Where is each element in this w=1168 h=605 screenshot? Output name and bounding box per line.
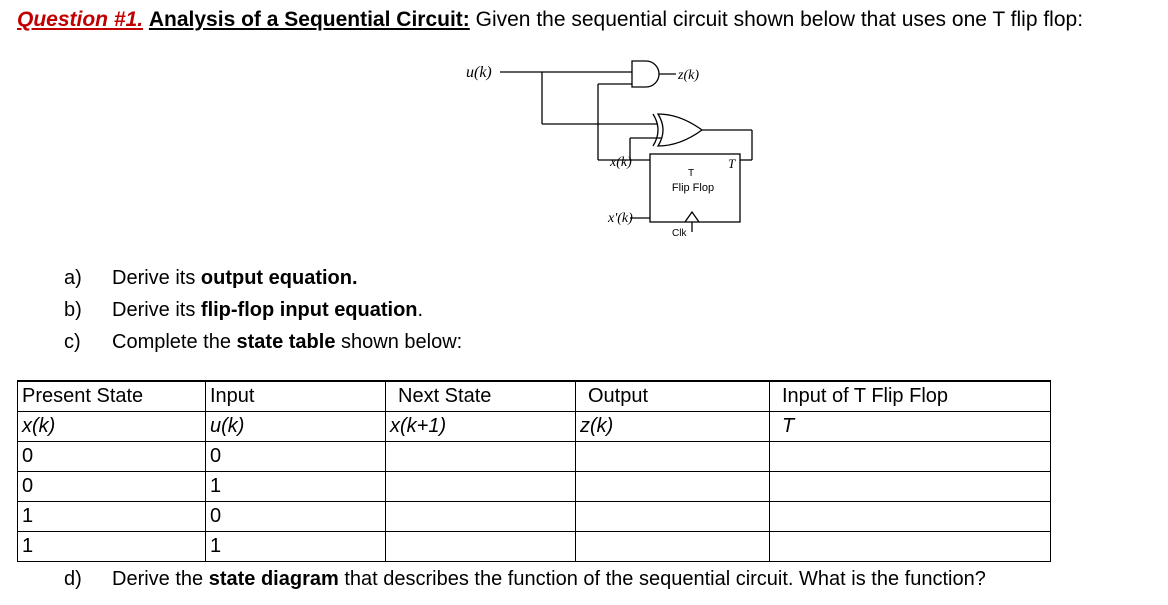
table-cell[interactable] <box>769 471 1051 502</box>
table-cell[interactable] <box>769 531 1051 562</box>
table-cell: 1 <box>205 471 386 502</box>
table-row: 0 0 <box>17 441 1051 472</box>
feedback-t-label: T <box>728 156 736 171</box>
table-header-cell: Output <box>575 380 770 412</box>
state-table: Present State Input Next State Output In… <box>17 380 1051 562</box>
table-header-cell: Input <box>205 380 386 412</box>
task-d-post: that describes the function of the seque… <box>338 568 986 590</box>
question-text: Given the sequential circuit shown below… <box>475 8 1084 31</box>
qbar-label: x'(k) <box>607 211 633 226</box>
task-a: a) Derive its output equation. <box>64 267 358 290</box>
question-heading: Analysis of a Sequential Circuit: <box>148 8 470 31</box>
task-d-pre: Derive the <box>112 568 209 590</box>
question-title: Question #1. Analysis of a Sequential Ci… <box>17 8 1083 32</box>
output-label: z(k) <box>677 68 699 83</box>
input-label: u(k) <box>466 64 492 81</box>
q-label: x(k) <box>609 155 632 170</box>
table-cell[interactable] <box>385 441 576 472</box>
table-cell: 0 <box>17 471 206 502</box>
task-b-post: . <box>417 299 424 321</box>
table-subheader-cell: x(k+1) <box>385 411 576 442</box>
table-subheader-cell: x(k) <box>17 411 206 442</box>
task-c-bold: state table <box>236 331 336 353</box>
table-subheader-row: x(k) u(k) x(k+1) z(k) T <box>17 411 1051 442</box>
task-d-bold: state diagram <box>208 568 339 590</box>
table-subheader-cell: u(k) <box>205 411 386 442</box>
table-cell: 1 <box>17 531 206 562</box>
t-pin-label: T <box>688 168 694 179</box>
task-d-letter: d) <box>64 568 82 590</box>
task-d: d) Derive the state diagram that describe… <box>64 568 986 591</box>
task-a-letter: a) <box>64 267 82 289</box>
task-b-letter: b) <box>64 299 82 321</box>
table-cell[interactable] <box>385 531 576 562</box>
ff-name-label: Flip Flop <box>672 182 714 194</box>
task-c-post: shown below: <box>335 331 463 353</box>
table-subheader-cell: z(k) <box>575 411 770 442</box>
table-cell: 1 <box>17 501 206 532</box>
table-header-row: Present State Input Next State Output In… <box>17 380 1051 412</box>
task-b-pre: Derive its <box>112 299 201 321</box>
table-row: 1 1 <box>17 531 1051 562</box>
table-row: 1 0 <box>17 501 1051 532</box>
table-cell[interactable] <box>769 441 1051 472</box>
table-cell: 0 <box>205 441 386 472</box>
table-cell: 0 <box>205 501 386 532</box>
table-header-cell: Input of T Flip Flop <box>769 380 1051 412</box>
clk-label: Clk <box>672 228 687 239</box>
table-cell[interactable] <box>575 531 770 562</box>
table-row: 0 1 <box>17 471 1051 502</box>
task-a-pre: Derive its <box>112 267 201 289</box>
task-c: c) Complete the state table shown below: <box>64 331 462 354</box>
table-cell: 1 <box>205 531 386 562</box>
table-cell[interactable] <box>575 441 770 472</box>
table-cell[interactable] <box>385 471 576 502</box>
task-c-pre: Complete the <box>112 331 237 353</box>
circuit-diagram: u(k) z(k) x(k) x'(k) T Flip Flop Clk T <box>466 60 753 239</box>
table-cell[interactable] <box>575 501 770 532</box>
task-b: b) Derive its flip-flop input equation. <box>64 299 423 322</box>
table-cell[interactable] <box>769 501 1051 532</box>
question-number: Question #1. <box>17 8 144 31</box>
table-cell[interactable] <box>575 471 770 502</box>
task-c-letter: c) <box>64 331 81 353</box>
task-b-bold: flip-flop input equation <box>200 299 418 321</box>
table-cell[interactable] <box>385 501 576 532</box>
table-header-cell: Next State <box>385 380 576 412</box>
table-header-cell: Present State <box>17 380 206 412</box>
task-a-bold: output equation. <box>200 267 358 289</box>
table-subheader-cell: T <box>769 411 1051 442</box>
table-cell: 0 <box>17 441 206 472</box>
